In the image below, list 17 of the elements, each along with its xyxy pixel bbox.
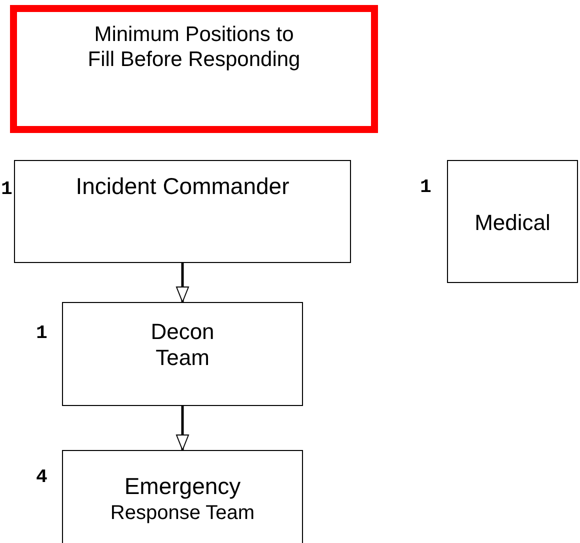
arrow (176, 263, 189, 302)
position-label: Emergency (124, 473, 241, 501)
position-count: 1 (36, 322, 48, 344)
position-count: 1 (420, 176, 432, 198)
position-label: Response Team (110, 500, 255, 525)
position-label: Medical (474, 210, 550, 237)
position-label: Minimum Positions to Fill Before Responding (86, 22, 302, 72)
position-count: 4 (36, 466, 48, 488)
position-label: Incident Commander (76, 173, 290, 201)
title-box (10, 5, 378, 133)
arrow (176, 406, 189, 450)
position-box (62, 302, 303, 406)
position-box (447, 160, 578, 283)
position-count: 1 (1, 178, 12, 200)
position-box (62, 450, 303, 543)
position-box (14, 160, 351, 263)
position-label: Decon Team (150, 319, 216, 372)
